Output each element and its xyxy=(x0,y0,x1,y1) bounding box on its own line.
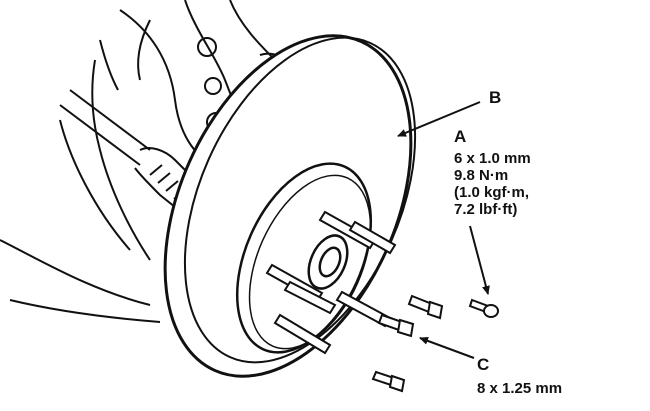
spec-c: 8 x 1.25 mm xyxy=(477,380,563,397)
bolt-c xyxy=(377,313,415,338)
callout-c: C xyxy=(477,355,490,374)
callout-b: B xyxy=(489,88,502,107)
leader-lines xyxy=(397,101,490,359)
spec-a-line-4: 7.2 lbf·ft) xyxy=(454,201,518,218)
bolt-lower xyxy=(371,370,406,393)
bolt-upper xyxy=(407,294,444,320)
callout-a: A xyxy=(454,127,467,146)
spec-a-line-2: 9.8 N·m xyxy=(454,167,509,184)
spec-a-line-3: (1.0 kgf·m, xyxy=(454,184,530,201)
wheel-studs xyxy=(265,210,397,355)
screw-a xyxy=(468,298,499,318)
drive-shaft xyxy=(59,89,201,216)
spec-a-line-1: 6 x 1.0 mm xyxy=(454,150,531,167)
brake-disc xyxy=(163,34,417,378)
